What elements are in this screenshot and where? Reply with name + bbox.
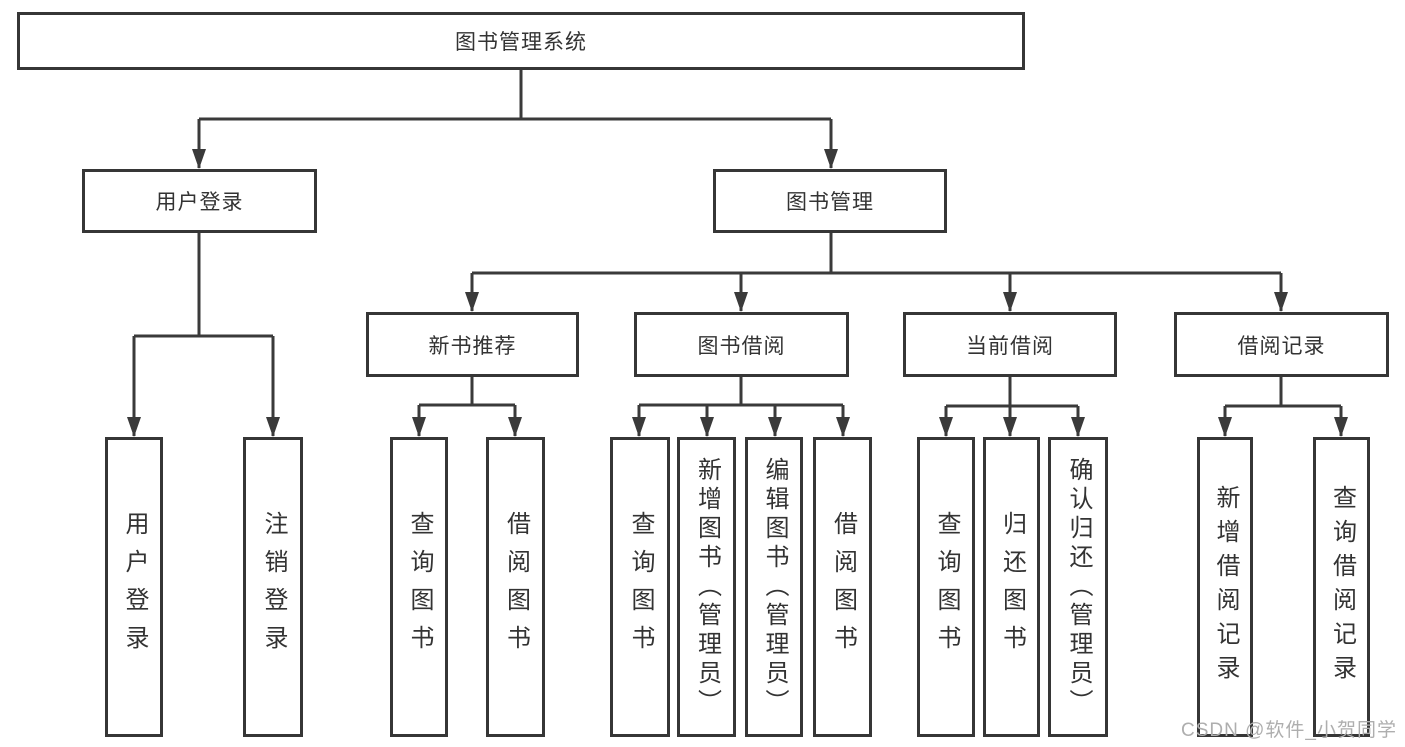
node-label: 图书借阅 xyxy=(697,334,786,358)
node-label: 查询图书 xyxy=(933,511,960,663)
node-label: 图书管理系统 xyxy=(455,31,587,54)
node-label: 查询借阅记录 xyxy=(1328,485,1356,689)
leaf-query-books-recommend: 查询图书 xyxy=(390,437,448,737)
node-new-book-recommendation: 新书推荐 xyxy=(366,312,579,377)
node-book-borrowing: 图书借阅 xyxy=(634,312,849,377)
leaf-borrow-books: 借阅图书 xyxy=(813,437,872,737)
leaf-confirm-return-admin: 确认归还（管理员） xyxy=(1048,437,1108,737)
node-label: 查询图书 xyxy=(406,511,433,663)
connector-trunks xyxy=(134,70,1341,408)
node-label: 当前借阅 xyxy=(966,334,1054,358)
node-label: 用户登录 xyxy=(121,511,148,663)
leaf-query-books-current: 查询图书 xyxy=(917,437,975,737)
node-label: 借阅图书 xyxy=(502,511,530,663)
node-label: 查询图书 xyxy=(627,511,654,663)
node-current-borrowing: 当前借阅 xyxy=(903,312,1117,377)
node-label: 归还图书 xyxy=(998,511,1026,663)
leaf-logout: 注销登录 xyxy=(243,437,303,737)
node-label: 借阅记录 xyxy=(1237,334,1326,358)
leaf-add-book-admin: 新增图书（管理员） xyxy=(677,437,736,737)
leaf-add-borrow-record: 新增借阅记录 xyxy=(1197,437,1253,737)
node-label: 借阅图书 xyxy=(829,511,857,663)
leaf-query-borrow-record: 查询借阅记录 xyxy=(1313,437,1370,737)
leaf-borrow-books-recommend: 借阅图书 xyxy=(486,437,545,737)
leaf-user-login: 用户登录 xyxy=(105,437,163,737)
node-label: 新书推荐 xyxy=(428,334,517,358)
node-label: 用户登录 xyxy=(155,191,244,214)
node-label: 确认归还（管理员） xyxy=(1065,456,1092,718)
node-user-login-group: 用户登录 xyxy=(82,169,317,233)
node-label: 图书管理 xyxy=(786,191,874,214)
node-book-management: 图书管理 xyxy=(713,169,947,233)
leaf-edit-book-admin: 编辑图书（管理员） xyxy=(745,437,803,737)
node-label: 编辑图书（管理员） xyxy=(761,456,788,718)
leaf-query-books-borrow: 查询图书 xyxy=(610,437,670,737)
node-library-management-system: 图书管理系统 xyxy=(17,12,1025,70)
node-label: 新增借阅记录 xyxy=(1212,485,1239,689)
csdn-watermark: CSDN @软件_小贺同学 xyxy=(1181,720,1397,741)
node-borrowing-records: 借阅记录 xyxy=(1174,312,1389,377)
node-label: 注销登录 xyxy=(260,511,287,663)
leaf-return-book: 归还图书 xyxy=(983,437,1040,737)
node-label: 新增图书（管理员） xyxy=(693,456,721,718)
